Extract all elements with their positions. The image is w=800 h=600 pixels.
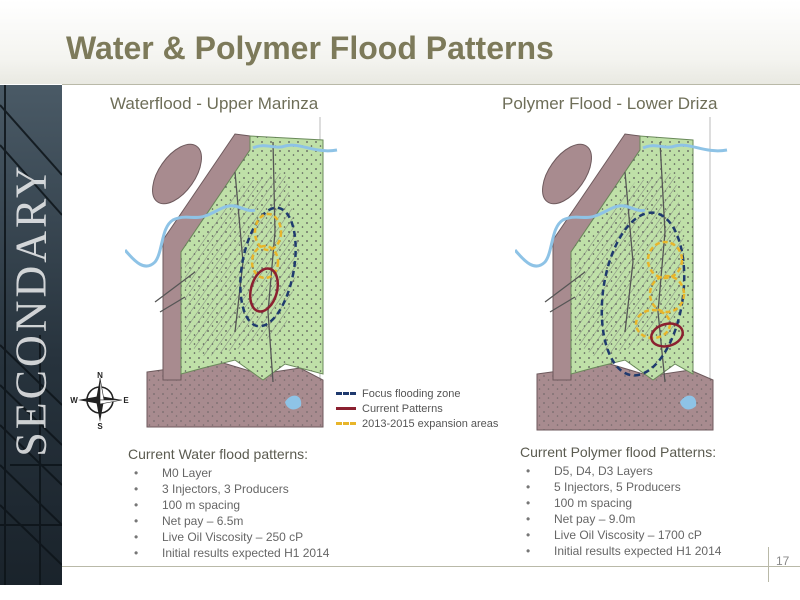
polymer-flood-map [515,117,728,431]
river [125,204,256,268]
sidebar-word: SECONDARY [6,163,56,457]
map-title-waterflood: Waterflood - Upper Marinza [110,94,319,113]
header-band [0,0,800,84]
river [515,204,646,268]
list-item: Initial results expected H1 2014 [520,543,721,559]
legend-item-focus: Focus flooding zone [336,386,498,401]
compass-e: E [123,396,129,405]
focus-flooding-zone [600,211,686,377]
lake [680,395,697,410]
title-divider [62,84,800,85]
page-number-divider [768,547,769,582]
list-item: Live Oil Viscosity – 1700 cP [520,527,721,543]
list-item: Live Oil Viscosity – 250 cP [128,529,329,545]
focus-flooding-zone [239,206,297,328]
waterflood-map [125,117,338,428]
slide-title: Water & Polymer Flood Patterns [66,30,554,66]
polymer-info-heading: Current Polymer flood Patterns: [520,444,717,460]
map-legend: Focus flooding zone Current Patterns 201… [336,386,498,431]
expansion-area [250,244,280,280]
list-item: M0 Layer [128,465,329,481]
lake [285,395,302,410]
legend-item-current: Current Patterns [336,401,498,416]
expansion-area [253,212,283,252]
legend-swatch-current [336,407,356,410]
waterflood-info-heading: Current Water flood patterns: [128,446,309,462]
industrial-structure-graphic [0,85,62,585]
waterflood-info: Current Water flood patterns: M0 Layer 3… [128,446,329,561]
river-north [642,143,728,153]
outlier-formation [542,143,592,205]
list-item: Initial results expected H1 2014 [128,545,329,561]
list-item: Net pay – 6.5m [128,513,329,529]
list-item: 3 Injectors, 3 Producers [128,481,329,497]
page-number: 17 [776,554,790,568]
footer-divider [62,566,800,567]
legend-item-expansion: 2013-2015 expansion areas [336,416,498,431]
map-title-polymer: Polymer Flood - Lower Driza [502,94,718,113]
legend-label: Current Patterns [362,402,443,415]
outlier-formation [152,143,202,205]
river-north [252,143,338,153]
list-item: 100 m spacing [520,495,721,511]
sidebar-photo-panel: SECONDARY [0,85,62,585]
list-item: Net pay – 9.0m [520,511,721,527]
expansion-area [646,240,684,280]
list-item: 5 Injectors, 5 Producers [520,479,721,495]
legend-swatch-expansion [336,422,356,425]
list-item: 100 m spacing [128,497,329,513]
compass-s: S [97,422,103,430]
current-pattern [248,267,280,313]
compass-w: W [70,396,78,405]
list-item: D5, D4, D3 Layers [520,463,721,479]
compass-n: N [97,371,103,380]
compass-rose-icon: N S E W [70,371,129,430]
expansion-area [648,274,686,314]
polymer-info: Current Polymer flood Patterns: D5, D4, … [520,444,721,559]
legend-label: 2013-2015 expansion areas [362,417,499,430]
legend-label: Focus flooding zone [362,387,461,400]
legend-swatch-focus [336,392,356,395]
current-pattern [650,322,684,348]
